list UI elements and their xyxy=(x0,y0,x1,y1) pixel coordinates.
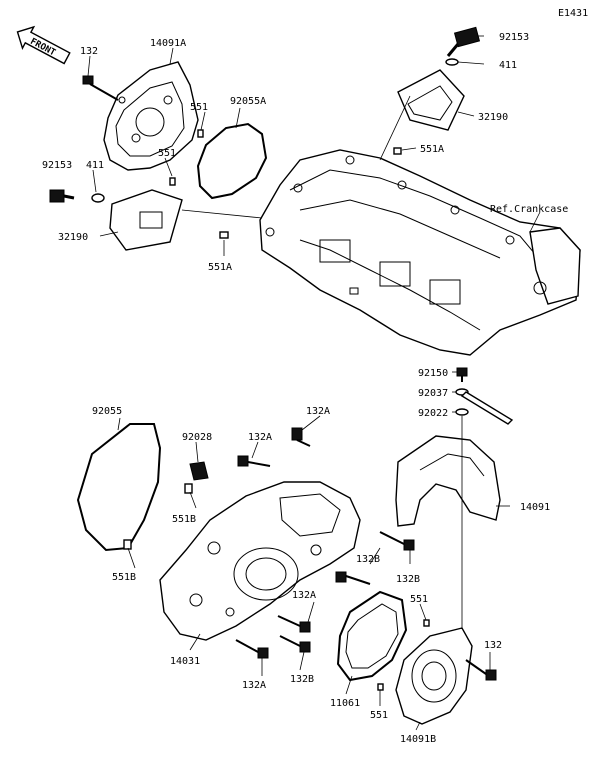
pin-551-b xyxy=(169,177,176,186)
label-551A-top: 551A xyxy=(420,144,444,155)
label-132B-2: 132B xyxy=(396,574,420,585)
bolt-132B-1 xyxy=(379,531,415,551)
label-92150: 92150 xyxy=(418,368,448,379)
label-92153-left: 92153 xyxy=(42,160,72,171)
label-14031: 14031 xyxy=(170,656,200,667)
label-92153-top: 92153 xyxy=(499,32,529,43)
cover-14091B xyxy=(395,627,473,725)
label-132A-4: 132A xyxy=(242,680,266,691)
cover-14091A xyxy=(103,61,199,171)
bolt-132-top xyxy=(82,75,119,101)
pin-551-d xyxy=(377,683,384,691)
washer-92022 xyxy=(455,408,469,416)
label-132-right: 132 xyxy=(484,640,502,651)
bolt-132B-3 xyxy=(279,635,311,653)
crankcase xyxy=(259,149,581,356)
pin-551-c xyxy=(423,619,430,627)
pin-551-a xyxy=(197,129,204,138)
label-14091A: 14091A xyxy=(150,38,186,49)
bolt-92153-top xyxy=(446,26,481,57)
label-92022: 92022 xyxy=(418,408,448,419)
label-551B-2: 551B xyxy=(112,572,136,583)
plug-92028 xyxy=(189,461,209,481)
bolt-92153-left xyxy=(49,189,75,203)
washer-411-left xyxy=(91,193,105,203)
breather-32190-top xyxy=(397,69,465,131)
label-132B-1: 132B xyxy=(356,554,380,565)
label-411-left: 411 xyxy=(86,160,104,171)
label-411-top: 411 xyxy=(499,60,517,71)
gasket-11061 xyxy=(336,590,408,682)
front-arrow: FRONT xyxy=(16,25,71,65)
label-92055: 92055 xyxy=(92,406,122,417)
cover-14091 xyxy=(395,435,501,527)
label-551-c: 551 xyxy=(410,594,428,605)
label-551A-left: 551A xyxy=(208,262,232,273)
clamp-92037 xyxy=(455,388,514,425)
pin-551A-top xyxy=(393,147,402,155)
label-132A-2: 132A xyxy=(248,432,272,443)
label-ref-crankcase: Ref.Crankcase xyxy=(490,204,568,215)
label-14091B: 14091B xyxy=(400,734,436,745)
pin-551A-left xyxy=(219,231,229,239)
part-labels: 132 14091A 92153 411 32190 551 92055A 55… xyxy=(42,32,568,745)
gasket-92055 xyxy=(76,423,162,552)
bolt-132A-1 xyxy=(291,427,311,447)
label-32190-top: 32190 xyxy=(478,112,508,123)
label-92037: 92037 xyxy=(418,388,448,399)
pin-551B-2 xyxy=(123,539,132,550)
bolt-92150 xyxy=(456,367,468,382)
label-14091: 14091 xyxy=(520,502,550,513)
bolt-132A-2 xyxy=(237,455,271,467)
label-132-top: 132 xyxy=(80,46,98,57)
label-32190-left: 32190 xyxy=(58,232,88,243)
bolt-132-right xyxy=(465,659,497,681)
cover-14031 xyxy=(159,481,361,641)
bolt-132A-4 xyxy=(235,639,269,659)
pin-551B-1 xyxy=(184,483,193,494)
bolt-132A-3 xyxy=(277,615,311,633)
label-132A-1: 132A xyxy=(306,406,330,417)
label-92028: 92028 xyxy=(182,432,212,443)
label-551-b: 551 xyxy=(158,148,176,159)
label-551B-1: 551B xyxy=(172,514,196,525)
label-132A-3: 132A xyxy=(292,590,316,601)
bolt-132B-2 xyxy=(335,571,371,585)
washer-411-top xyxy=(445,58,459,66)
diagram-id: E1431 xyxy=(558,8,588,19)
label-11061: 11061 xyxy=(330,698,360,709)
label-551-a: 551 xyxy=(190,102,208,113)
label-132B-3: 132B xyxy=(290,674,314,685)
breather-32190-left xyxy=(109,189,183,251)
leader-lines xyxy=(87,35,541,731)
gasket-92055A xyxy=(196,122,268,200)
label-92055A: 92055A xyxy=(230,96,266,107)
label-551-d: 551 xyxy=(370,710,388,721)
